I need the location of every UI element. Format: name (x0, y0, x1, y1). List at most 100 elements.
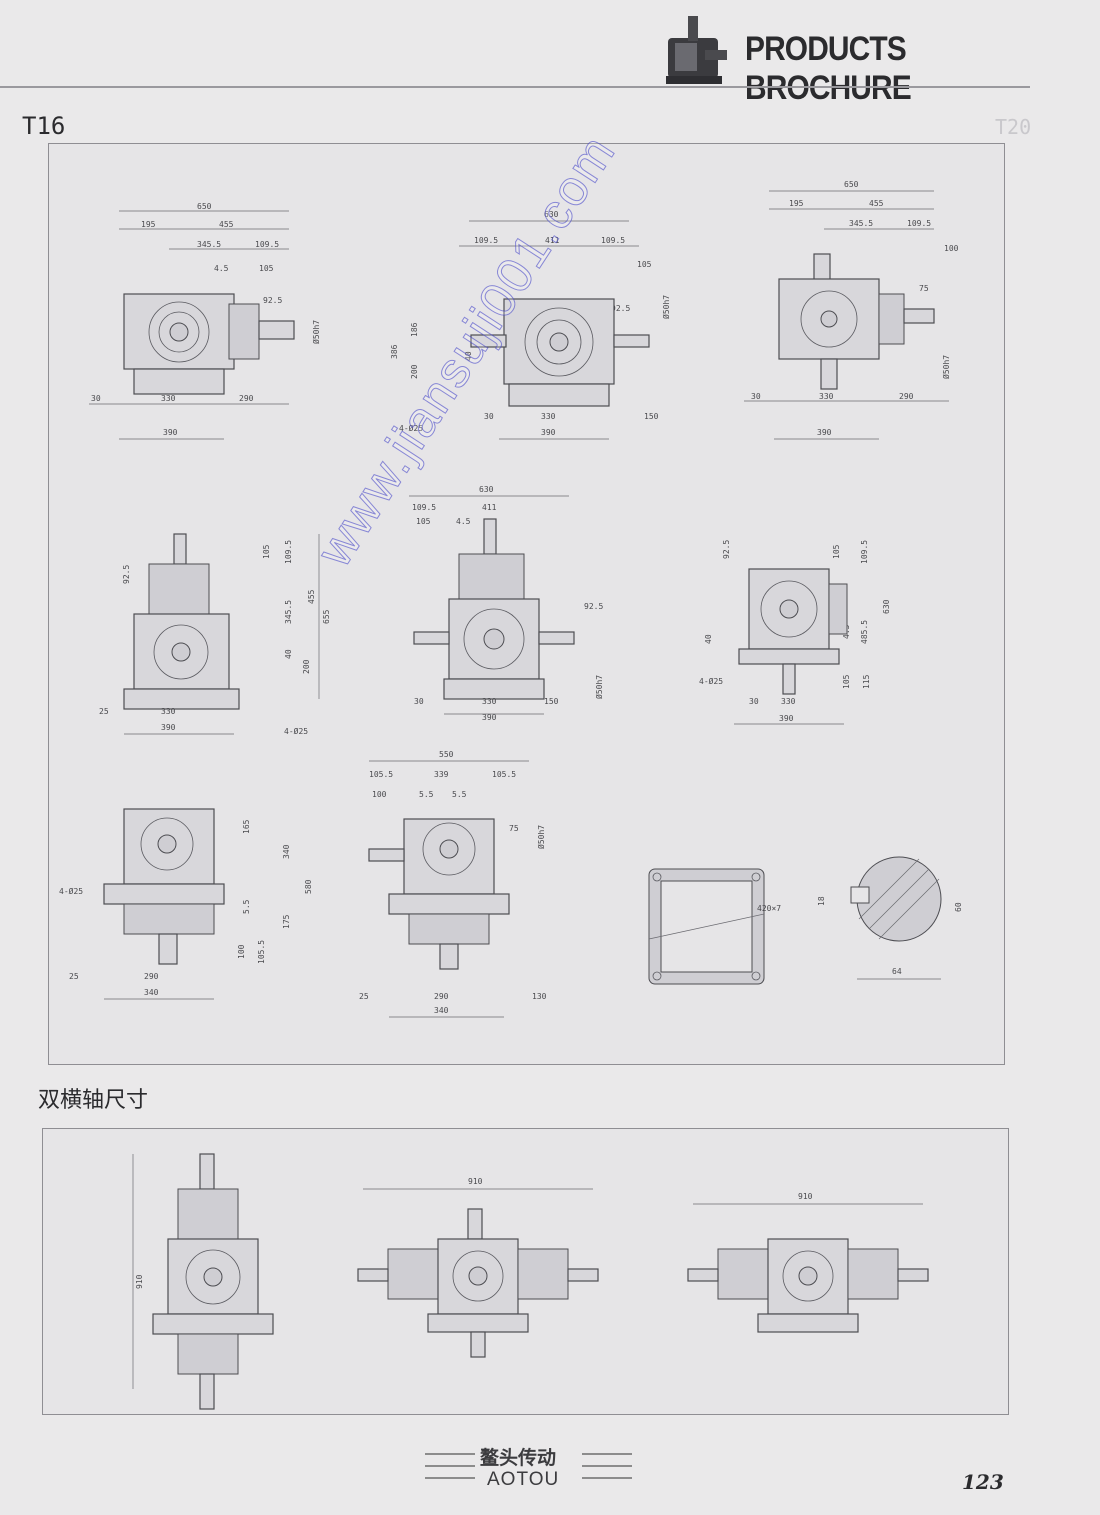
gearbox-logo-icon (666, 16, 727, 84)
dim-label: 411 (545, 236, 560, 245)
dim-label: 330 (482, 697, 497, 706)
dim-label: 109.5 (255, 240, 279, 249)
dim-label: 195 (141, 220, 156, 229)
dim-label: Ø50h7 (941, 355, 951, 379)
dim-label: 200 (410, 364, 419, 379)
dim-label: 455 (307, 589, 316, 604)
dim-label: 345.5 (849, 219, 873, 228)
dim-label: 910 (135, 1274, 144, 1289)
dim-label: 630 (544, 210, 559, 219)
dim-label: 630 (882, 599, 891, 614)
dim-label: 60 (954, 902, 963, 912)
dim-label: 105.5 (492, 770, 516, 779)
drawing-9-flange: 420×7 (648, 868, 781, 985)
dim-label: 105 (259, 264, 274, 273)
dim-label: 40 (284, 649, 293, 659)
footer-company-cn: 鳌头传动 (480, 1447, 557, 1469)
dim-label: 105.5 (257, 940, 266, 964)
dim-label: 30 (91, 394, 101, 403)
dim-label: 92.5 (722, 540, 731, 559)
dim-label: 92.5 (122, 565, 131, 584)
dim-label: 100 (944, 244, 959, 253)
dim-label: Ø50h7 (536, 825, 546, 849)
double-shaft-canvas: 910 910 (132, 1153, 929, 1410)
header-divider (0, 86, 1030, 88)
dim-label: 30 (749, 697, 759, 706)
dim-label: 195 (789, 199, 804, 208)
dim-label: 175 (282, 914, 291, 929)
drawing-6: 92.5 105 109.5 485.5 630 4.5 40 105 115 … (699, 540, 891, 725)
dim-label: 109.5 (860, 540, 869, 564)
dim-label: 165 (242, 819, 251, 834)
brochure-brand-title: PRODUCTS BROCHURE (745, 30, 912, 107)
dim-label: 30 (414, 697, 424, 706)
dim-label: 200 (302, 659, 311, 674)
dim-label: 485.5 (860, 620, 869, 644)
dim-label: 4.5 (456, 517, 471, 526)
dim-label: 345.5 (197, 240, 221, 249)
dim-label: 109.5 (601, 236, 625, 245)
dim-label: 390 (482, 713, 497, 722)
dim-label: 339 (434, 770, 449, 779)
dim-label: 330 (541, 412, 556, 421)
ghost-model-label: T20 (995, 115, 1032, 139)
dim-label: 290 (239, 394, 254, 403)
dim-label: 345.5 (284, 600, 293, 624)
drawing-13: 910 (687, 1192, 929, 1333)
dim-label: 105 (842, 674, 851, 689)
dim-label: 386 (390, 344, 399, 359)
dim-label: 290 (144, 972, 159, 981)
dim-label: 92.5 (584, 602, 603, 611)
dim-label: 75 (919, 284, 929, 293)
footer-company-en: AOTOU (487, 1469, 560, 1490)
dim-label: 64 (892, 967, 902, 976)
dim-label: 92.5 (611, 304, 630, 313)
dim-label: 40 (464, 351, 473, 361)
dim-label: 109.5 (474, 236, 498, 245)
dim-label: Ø50h7 (311, 320, 321, 344)
dim-label: Ø50h7 (594, 675, 604, 699)
dim-label: 100 (237, 944, 246, 959)
dim-label: 92.5 (263, 296, 282, 305)
footer-decor-left (425, 1453, 475, 1479)
dim-label: 580 (304, 879, 313, 894)
dim-label: 290 (434, 992, 449, 1001)
dim-label: 390 (779, 714, 794, 723)
dim-label: 30 (484, 412, 494, 421)
dim-label: 4-Ø25 (284, 726, 308, 736)
drawing-10-shaft-section: 18 60 64 (817, 856, 963, 980)
dim-label: 5.5 (242, 899, 251, 914)
drawing-11: 910 (132, 1153, 274, 1410)
dim-label: 340 (434, 1006, 449, 1015)
dim-label: 115 (862, 674, 871, 689)
dim-label: 390 (161, 723, 176, 732)
dim-label: 130 (532, 992, 547, 1001)
dim-label: 340 (282, 844, 291, 859)
dim-label: 105.5 (369, 770, 393, 779)
dim-label: 910 (798, 1192, 813, 1201)
dim-label: 390 (817, 428, 832, 437)
dim-label: 455 (869, 199, 884, 208)
page-number: 123 (962, 1470, 1004, 1494)
dim-label: 40 (704, 634, 713, 644)
dim-label: 550 (439, 750, 454, 759)
dim-label: 5.5 (452, 790, 467, 799)
dim-label: 4-Ø25 (399, 423, 423, 433)
dim-label: 25 (359, 992, 369, 1001)
dim-label: 420×7 (757, 904, 781, 913)
dim-label: 109.5 (907, 219, 931, 228)
dim-label: 109.5 (284, 540, 293, 564)
dim-label: 390 (163, 428, 178, 437)
dim-label: 109.5 (412, 503, 436, 512)
dim-label: 18 (817, 896, 826, 906)
dim-label: 105 (262, 544, 271, 559)
double-horizontal-shaft-panel: 910 910 (42, 1128, 1009, 1415)
